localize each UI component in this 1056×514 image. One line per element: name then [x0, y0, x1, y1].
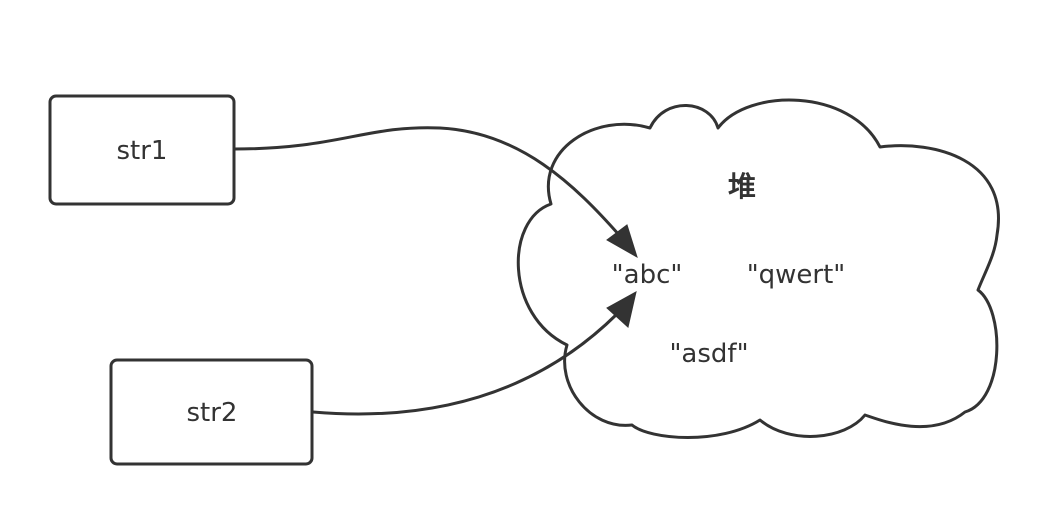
arrow-head-str1: [606, 224, 638, 259]
variable-label-str1: str1: [117, 136, 168, 166]
variable-box-str2: [109, 358, 314, 466]
heap-string-asdf: "asdf": [669, 339, 748, 369]
variable-str1: str1: [48, 94, 236, 206]
heap-string-abc: "abc": [612, 260, 683, 290]
variable-label-str2: str2: [187, 398, 238, 428]
variable-str2: str2: [109, 358, 314, 466]
heap-title: 堆: [728, 170, 756, 203]
reference-arrow-str2-to-abc: [312, 312, 619, 416]
heap-cloud-shape: [516, 98, 1000, 439]
reference-arrow-str1-to-abc: [233, 126, 622, 237]
heap-string-qwert: "qwert": [747, 260, 846, 290]
arrow-head-str2: [606, 291, 637, 328]
